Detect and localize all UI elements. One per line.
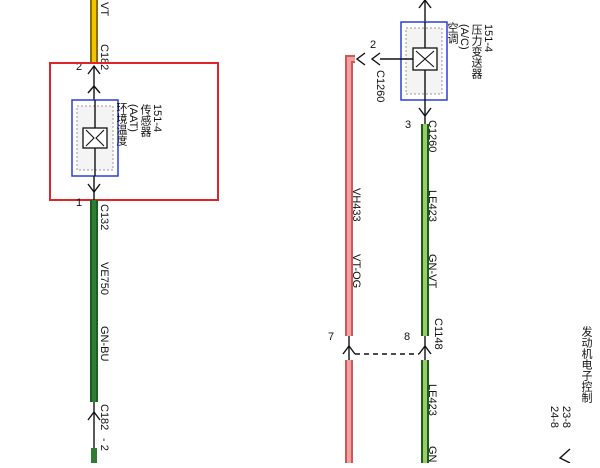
right-pin-pink-lower: 7 (328, 331, 334, 343)
right-connector-mid: C1148 (432, 318, 444, 350)
left-pin-bottom: 1 (76, 197, 82, 209)
left-top-wire-label: VT (98, 2, 110, 16)
right-connector-left: C1260 (374, 70, 386, 102)
right-pin-bottom: 3 (405, 119, 411, 131)
ac-pressure-transducer (380, 0, 448, 101)
right-green-lower-color: GN (426, 446, 438, 463)
right-green-circuit: LE423 (426, 190, 438, 222)
right-pink-circuit: VH433 (350, 188, 362, 222)
right-sensor-line-4: 151-4 (482, 24, 494, 52)
right-pin-left: 2 (370, 39, 376, 51)
left-connector-bottom: C132 (98, 204, 110, 230)
page-ref-2: 24-8 (548, 406, 560, 428)
highlight-box (49, 62, 219, 201)
page-ref-1: 23-8 (560, 406, 572, 428)
left-sensor-line-4: 151-4 (151, 104, 163, 132)
wire-pink-lower (345, 360, 353, 463)
wire-green-lower (421, 360, 429, 463)
right-sensor-line-2: (A/C) (458, 24, 470, 50)
connector-arrow-icon (418, 0, 432, 9)
left-connector-top: C182 (98, 44, 110, 70)
wire-green-left (90, 200, 98, 402)
right-green-color: GN-VT (426, 254, 438, 289)
page-ref-title: 发动机电子控制 (580, 325, 593, 403)
right-pin-green-lower: 8 (404, 331, 410, 343)
left-connector-lower: C182 (98, 404, 110, 430)
left-wire-color: GN-BU (98, 326, 110, 362)
wire-green-right (421, 124, 429, 336)
connector-arrow-icon (370, 52, 381, 66)
right-pink-color: VT-OG (350, 254, 362, 288)
left-sensor-line-2: (AAT) (127, 104, 139, 132)
right-green-lower-circuit: LE423 (426, 384, 438, 416)
connector-arrow-icon (87, 84, 101, 94)
right-sensor-line-3: 压力变送器 (470, 24, 483, 80)
resistor-icon (85, 129, 105, 147)
left-pin-top: 2 (76, 61, 82, 73)
resistor-icon (415, 50, 435, 68)
ambient-temp-sensor (71, 99, 119, 177)
right-sensor-line-1: 空调 (446, 21, 459, 45)
left-sensor-line-3: 传感器 (139, 104, 152, 138)
connector-arrow-icon (355, 52, 366, 66)
left-connector-lower-suffix: - 2 (98, 438, 110, 451)
left-wire-circuit: VE750 (98, 262, 110, 295)
left-sensor-line-1: 环境温度 (115, 102, 128, 147)
wire-yellow-top (90, 0, 98, 64)
page-ref-arrow-icon[interactable] (558, 448, 571, 464)
wire-pink (345, 55, 355, 336)
